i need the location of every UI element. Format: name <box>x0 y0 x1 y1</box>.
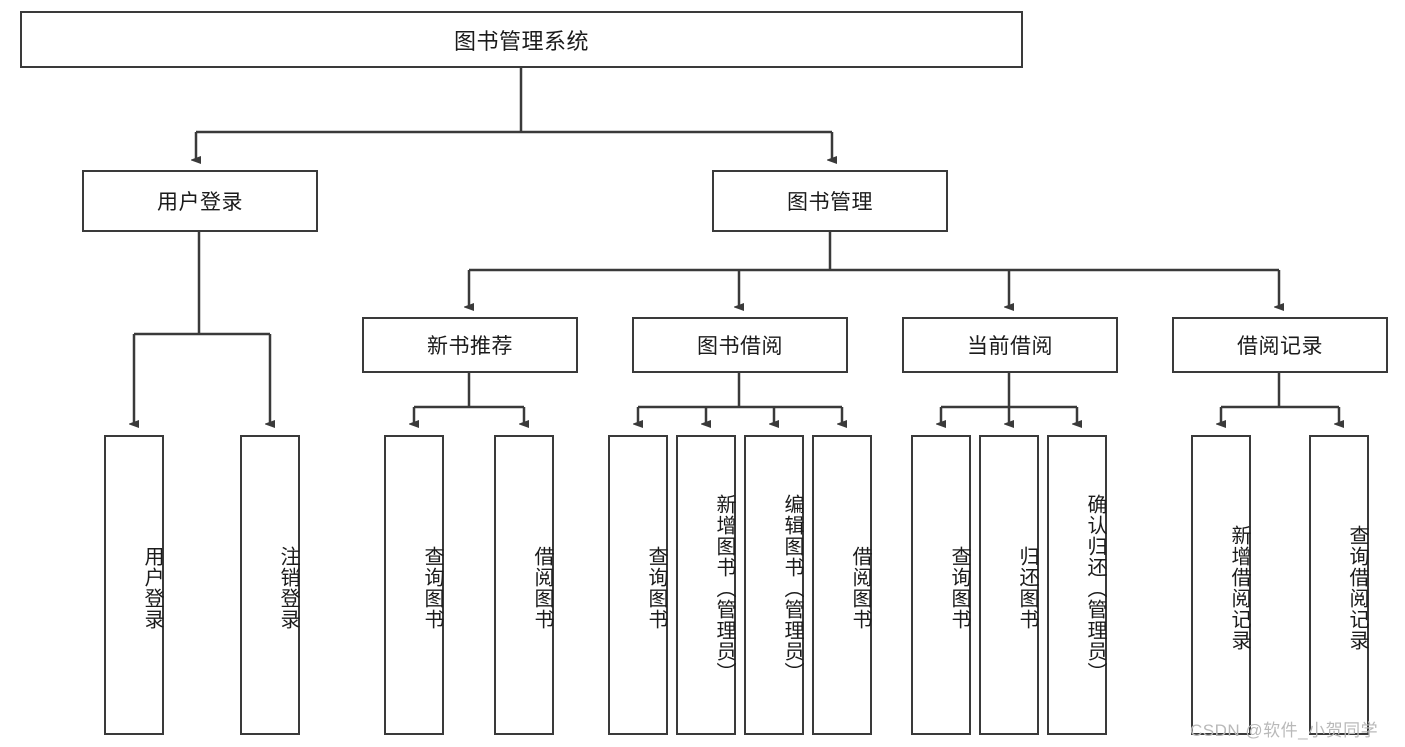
leaf-book-borrow-query-book[interactable]: 查询图书 <box>608 435 668 735</box>
node-label: 查询图书 <box>948 546 970 630</box>
leaf-new-book-borrow-book[interactable]: 借阅图书 <box>494 435 554 735</box>
node-user-login[interactable]: 用户登录 <box>82 170 318 232</box>
leaf-borrow-record-add-record[interactable]: 新增借阅记录 <box>1191 435 1251 735</box>
leaf-current-borrow-return-book[interactable]: 归还图书 <box>979 435 1039 735</box>
leaf-borrow-record-query-record[interactable]: 查询借阅记录 <box>1309 435 1369 735</box>
node-label: 用户登录 <box>141 546 163 630</box>
node-label: 查询图书 <box>645 546 667 630</box>
node-label: 图书管理 <box>787 191 873 214</box>
leaf-book-borrow-add-book-admin[interactable]: 新增图书（管理员） <box>676 435 736 735</box>
leaf-current-borrow-confirm-return-admin[interactable]: 确认归还（管理员） <box>1047 435 1107 735</box>
leaf-user-login-logout[interactable]: 注销登录 <box>240 435 300 735</box>
node-book-borrow[interactable]: 图书借阅 <box>632 317 848 373</box>
leaf-user-login-login[interactable]: 用户登录 <box>104 435 164 735</box>
node-label: 图书借阅 <box>697 335 783 358</box>
node-new-book-recommend[interactable]: 新书推荐 <box>362 317 578 373</box>
node-label: 借阅图书 <box>531 546 553 630</box>
node-book-management[interactable]: 图书管理 <box>712 170 948 232</box>
node-label: 借阅图书 <box>849 546 871 630</box>
node-label: 注销登录 <box>277 546 299 630</box>
node-borrow-record[interactable]: 借阅记录 <box>1172 317 1388 373</box>
leaf-book-borrow-borrow-book[interactable]: 借阅图书 <box>812 435 872 735</box>
node-label: 归还图书 <box>1016 546 1038 630</box>
node-current-borrow[interactable]: 当前借阅 <box>902 317 1118 373</box>
watermark-text: CSDN @软件_小贺同学 <box>1190 721 1379 740</box>
node-label: 新书推荐 <box>427 335 513 358</box>
node-label: 查询借阅记录 <box>1346 525 1368 651</box>
leaf-book-borrow-edit-book-admin[interactable]: 编辑图书（管理员） <box>744 435 804 735</box>
leaf-new-book-query-book[interactable]: 查询图书 <box>384 435 444 735</box>
leaf-current-borrow-query-book[interactable]: 查询图书 <box>911 435 971 735</box>
node-label: 当前借阅 <box>967 335 1053 358</box>
node-label: 查询图书 <box>421 546 443 630</box>
node-label: 编辑图书（管理员） <box>781 493 803 683</box>
node-label: 新增图书（管理员） <box>713 493 735 683</box>
node-label: 用户登录 <box>157 191 243 214</box>
node-label: 新增借阅记录 <box>1228 525 1250 651</box>
node-label: 图书管理系统 <box>453 28 589 54</box>
node-label: 借阅记录 <box>1237 335 1323 358</box>
node-label: 确认归还（管理员） <box>1084 493 1106 683</box>
node-root-library-management-system[interactable]: 图书管理系统 <box>20 11 1023 68</box>
